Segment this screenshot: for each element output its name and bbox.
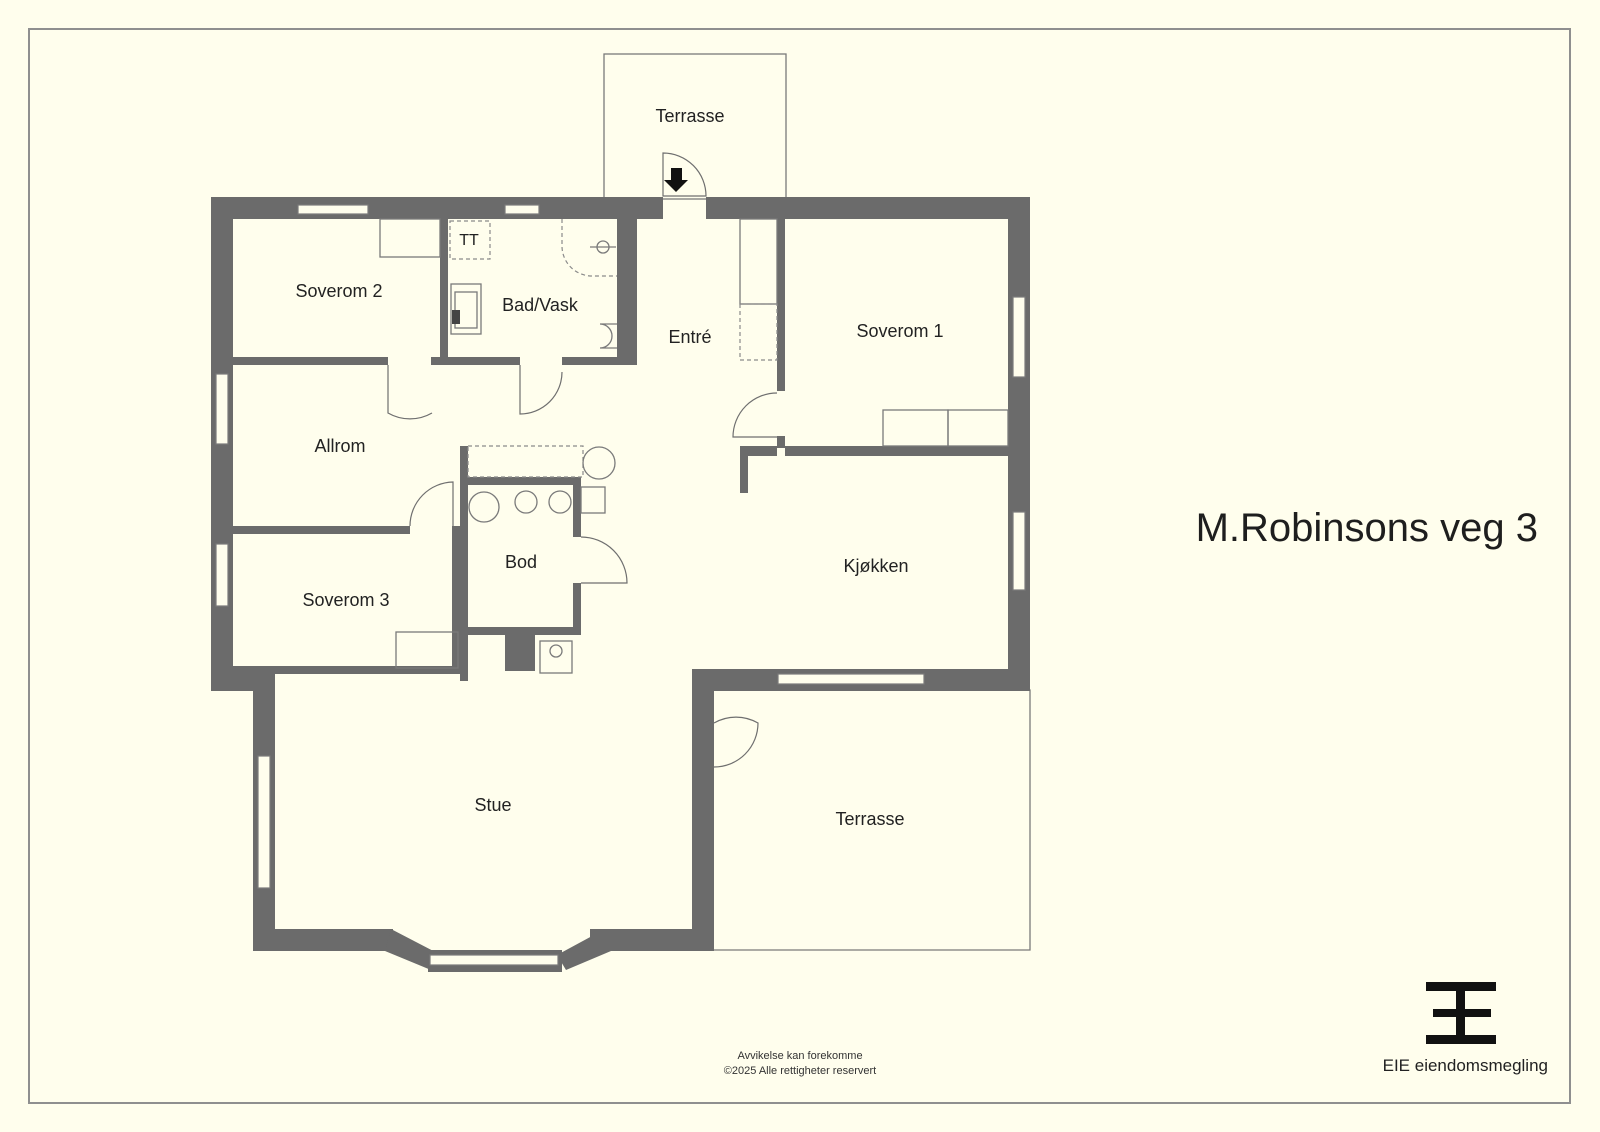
room-label-tt: TT (459, 232, 479, 249)
windows (215, 204, 1026, 966)
disclaimer-line-1: Avvikelse kan forekomme (737, 1050, 863, 1062)
room-label-terrasse-top: Terrasse (655, 106, 724, 126)
room-label-terrasse-right: Terrasse (835, 809, 904, 829)
interior-walls (233, 219, 1008, 681)
room-label-bad-vask: Bad/Vask (502, 295, 579, 315)
eie-logo-icon (1426, 982, 1496, 1044)
property-title: M.Robinsons veg 3 (1195, 506, 1538, 550)
room-label-kjokken: Kjøkken (843, 556, 908, 576)
brand-name: EIE eiendomsmegling (1382, 1056, 1548, 1075)
exterior-walls (211, 197, 1030, 972)
fixtures (379, 218, 1009, 674)
disclaimer-line-2: ©2025 Alle rettigheter reservert (723, 1065, 877, 1077)
entrance-arrow-icon (664, 168, 688, 192)
room-label-stue: Stue (474, 795, 511, 815)
room-label-soverom-2: Soverom 2 (295, 281, 382, 301)
room-label-soverom-1: Soverom 1 (856, 321, 943, 341)
page-frame (28, 28, 1571, 1104)
room-label-soverom-3: Soverom 3 (302, 590, 389, 610)
room-label-bod: Bod (505, 552, 537, 572)
terrace-top-outline (603, 53, 787, 200)
room-label-entre: Entré (668, 327, 711, 347)
doors (387, 152, 778, 768)
room-label-allrom: Allrom (314, 436, 365, 456)
